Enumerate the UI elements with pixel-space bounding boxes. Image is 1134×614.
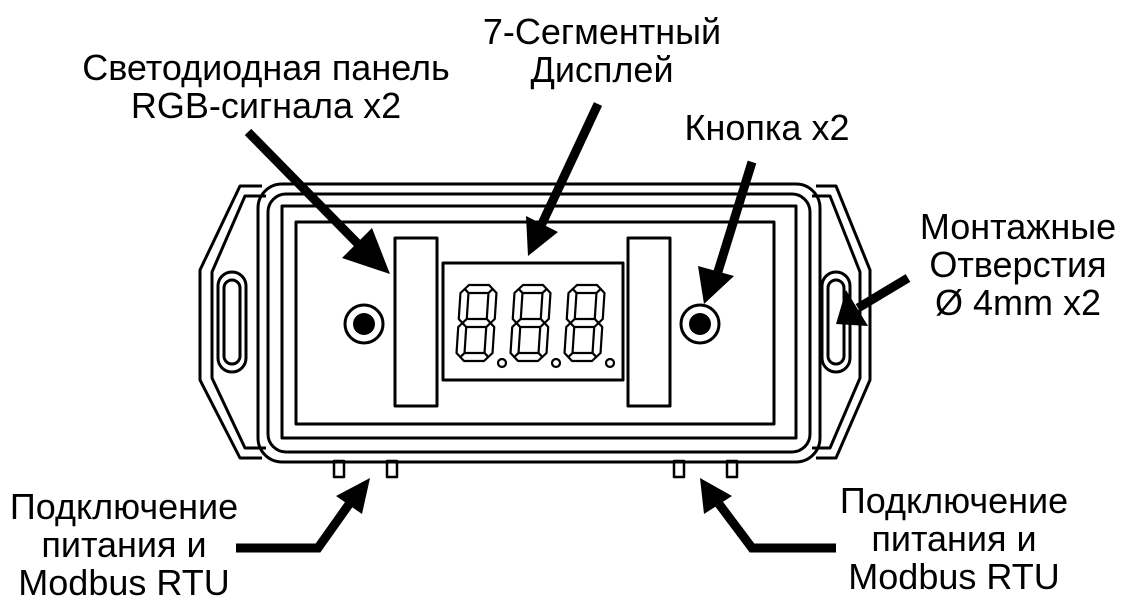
segment-e <box>509 321 522 359</box>
housing-inner <box>266 192 812 454</box>
arrowhead-button <box>698 266 734 304</box>
rgb-led-panel-left <box>393 236 439 408</box>
arrow-rgb-panel <box>244 128 366 252</box>
button-left <box>343 303 385 345</box>
label-mounting-line-2: Отверстия <box>929 244 1107 285</box>
arrowhead-rgb-panel <box>342 228 390 274</box>
digit-1 <box>455 283 508 369</box>
housing-outer <box>256 182 822 464</box>
arrow-seven-seg <box>535 102 603 230</box>
label-power-left-line-2: питания и <box>41 524 207 565</box>
label-power-right-line-3: Modbus RTU <box>848 556 1060 597</box>
digit-2 <box>509 283 562 369</box>
decimal-point <box>496 357 508 369</box>
arrow-power-left <box>236 497 356 553</box>
segment-g <box>515 317 546 329</box>
label-power-right-line-2: питания и <box>871 518 1037 559</box>
button-right <box>679 303 721 345</box>
label-mounting-line-1: Монтажные <box>919 206 1117 247</box>
label-rgb-panel-line-1: Светодиодная панель <box>82 47 450 88</box>
label-power-right-line-1: Подключение <box>839 480 1069 521</box>
arrow-power-right <box>712 497 836 553</box>
segment-e <box>455 321 468 359</box>
arrow-button <box>711 160 757 280</box>
digit-3 <box>563 283 616 369</box>
label-seven-seg-line-1: 7-Сегментный <box>482 11 722 52</box>
label-power-left-line-3: Modbus RTU <box>18 562 230 603</box>
label-power-left: Подключение питания и Modbus RTU <box>0 488 248 602</box>
label-power-left-line-1: Подключение <box>9 486 239 527</box>
segment-b <box>539 287 552 325</box>
segment-e <box>563 321 576 359</box>
segment-g <box>461 317 492 329</box>
segment-b <box>485 287 498 325</box>
left-mounting-flange <box>198 184 266 460</box>
left-mounting-hole <box>216 270 248 374</box>
label-button: Кнопка x2 <box>664 109 870 147</box>
arrowhead-seven-seg <box>526 216 558 256</box>
label-rgb-panel: Светодиодная панель RGB-сигнала x2 <box>68 49 464 125</box>
label-seven-seg-line-2: Дисплей <box>530 49 674 90</box>
label-seven-seg: 7-Сегментный Дисплей <box>460 13 744 89</box>
decimal-point <box>550 357 562 369</box>
connector-pins-left <box>332 459 399 479</box>
arrowhead-power-left <box>336 478 370 514</box>
seven-segment-display <box>441 261 625 382</box>
arrow-mounting <box>855 274 911 312</box>
label-power-right: Подключение питания и Modbus RTU <box>830 482 1078 596</box>
connector-pins-right <box>672 459 739 479</box>
label-rgb-panel-line-2: RGB-сигнала x2 <box>130 85 402 126</box>
label-button-line-1: Кнопка x2 <box>684 107 850 148</box>
label-mounting-line-3: Ø 4mm x2 <box>934 282 1102 323</box>
segment-b <box>593 287 606 325</box>
arrowhead-mounting <box>836 290 868 326</box>
rgb-led-panel-right <box>626 236 672 408</box>
segment-g <box>569 317 600 329</box>
seven-segment-digits <box>455 283 616 369</box>
label-mounting: Монтажные Отверстия Ø 4mm x2 <box>900 208 1134 322</box>
arrowhead-power-right <box>700 478 732 514</box>
front-panel-frame <box>280 204 798 440</box>
decimal-point <box>604 357 616 369</box>
